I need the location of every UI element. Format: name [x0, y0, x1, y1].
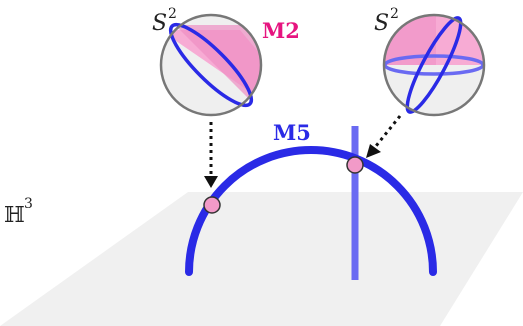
left-sphere-exponent: 2	[168, 6, 177, 22]
h3-label: ℍ 3	[4, 196, 33, 228]
right-sphere-exponent: 2	[390, 6, 399, 22]
m5-arc	[185, 146, 437, 276]
right-sphere-symbol: S	[374, 11, 389, 36]
h3-symbol: ℍ	[4, 203, 25, 228]
left-sphere-label: S 2	[152, 6, 177, 36]
right-sphere	[382, 13, 486, 117]
m5-label: M5	[273, 120, 311, 145]
arrow-left	[204, 122, 218, 188]
left-sphere-symbol: S	[152, 11, 167, 36]
m2-label: M2	[262, 18, 300, 43]
intersection-point-left	[203, 196, 221, 214]
h3-exponent: 3	[24, 196, 33, 212]
h3-plane	[0, 192, 523, 326]
arrow-right	[366, 115, 402, 158]
left-sphere	[159, 13, 263, 117]
intersection-point-right	[346, 156, 364, 174]
right-sphere-label: S 2	[374, 6, 399, 36]
